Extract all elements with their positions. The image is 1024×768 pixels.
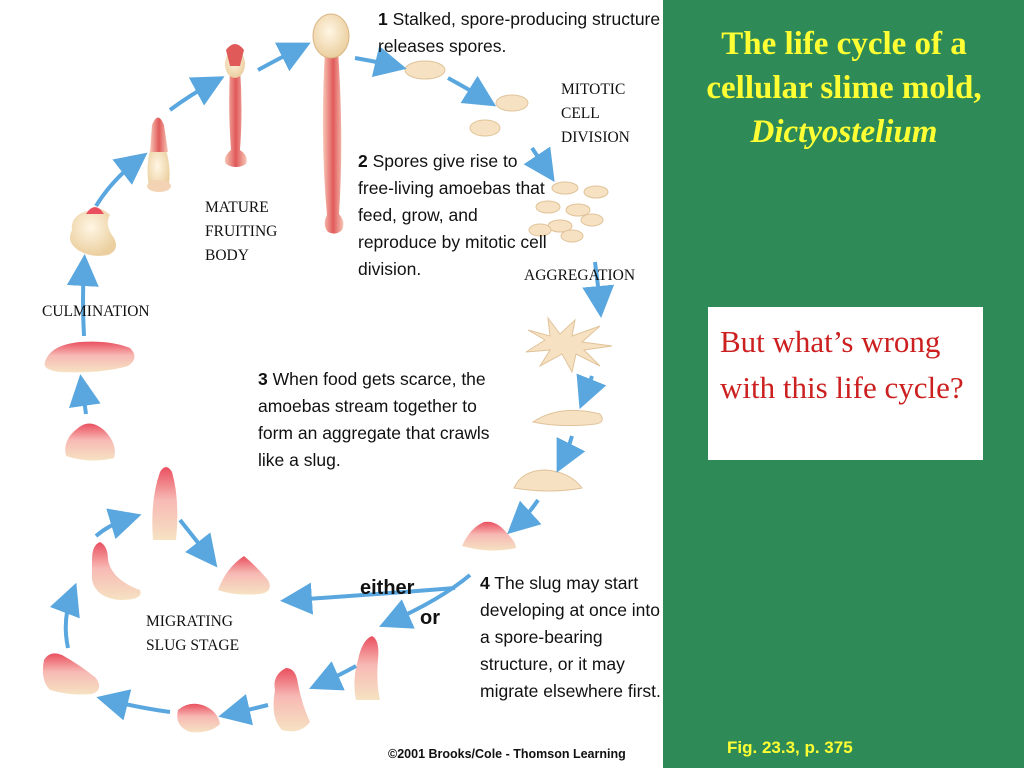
- step-3-text: When food gets scarce, the amoebas strea…: [258, 369, 490, 470]
- slide-title: The life cycle of a cellular slime mold,…: [670, 22, 1018, 154]
- question-text: But what’s wrong with this life cycle?: [720, 324, 964, 405]
- culmination-mound: [65, 423, 115, 461]
- copyright: ©2001 Brooks/Cole - Thomson Learning: [388, 747, 626, 761]
- label-migrating-slug-stage: MIGRATING SLUG STAGE: [146, 613, 240, 654]
- step-3-number: 3: [258, 369, 268, 389]
- step-1-text: Stalked, spore-producing structure relea…: [378, 9, 661, 56]
- spores: [404, 60, 529, 137]
- label-aggregation: AGGREGATION: [524, 267, 636, 284]
- step-4: 4 The slug may start developing at once …: [480, 570, 663, 705]
- step-2-number: 2: [358, 151, 368, 171]
- fruiting-body-tall: [312, 13, 350, 234]
- title-line-1: The life cycle of a: [721, 26, 967, 62]
- aggregate-star: [525, 316, 613, 374]
- amoebas: [528, 181, 609, 243]
- label-or: or: [420, 607, 440, 629]
- arrows: [49, 42, 615, 726]
- life-cycle-diagram: [42, 13, 615, 733]
- slug-start: [462, 521, 516, 551]
- step-4-text: The slug may start developing at once in…: [480, 573, 661, 701]
- fruiting-body-mature: [224, 44, 247, 167]
- diagram-panel: 1 Stalked, spore-producing structure rel…: [42, 6, 663, 761]
- title-line-3: Dictyostelium: [750, 114, 938, 150]
- culmination-flat: [44, 341, 135, 373]
- label-either: either: [360, 577, 415, 599]
- title-line-2: cellular slime mold,: [706, 70, 982, 106]
- question-box: But what’s wrong with this life cycle?: [708, 307, 983, 460]
- aggregate-mound-tall: [513, 469, 583, 492]
- step-3: 3 When food gets scarce, the amoebas str…: [258, 366, 490, 474]
- step-1-number: 1: [378, 9, 388, 29]
- aggregate-mound-flat: [531, 409, 603, 427]
- step-1: 1 Stalked, spore-producing structure rel…: [378, 6, 663, 60]
- step-2: 2 Spores give rise to free-living amoeba…: [358, 148, 558, 283]
- label-mature-fruiting-body: MATURE FRUITING BODY: [205, 199, 278, 264]
- culmination-mid: [70, 207, 116, 256]
- step-2-text: Spores give rise to free-living amoebas …: [358, 151, 547, 279]
- figure-reference: Fig. 23.3, p. 375: [727, 738, 853, 757]
- step-4-number: 4: [480, 573, 490, 593]
- migrating-slugs: [42, 467, 380, 733]
- culmination-early: [147, 117, 171, 192]
- label-culmination: CULMINATION: [42, 303, 150, 320]
- label-mitotic-cell-division: MITOTIC CELL DIVISION: [561, 81, 630, 146]
